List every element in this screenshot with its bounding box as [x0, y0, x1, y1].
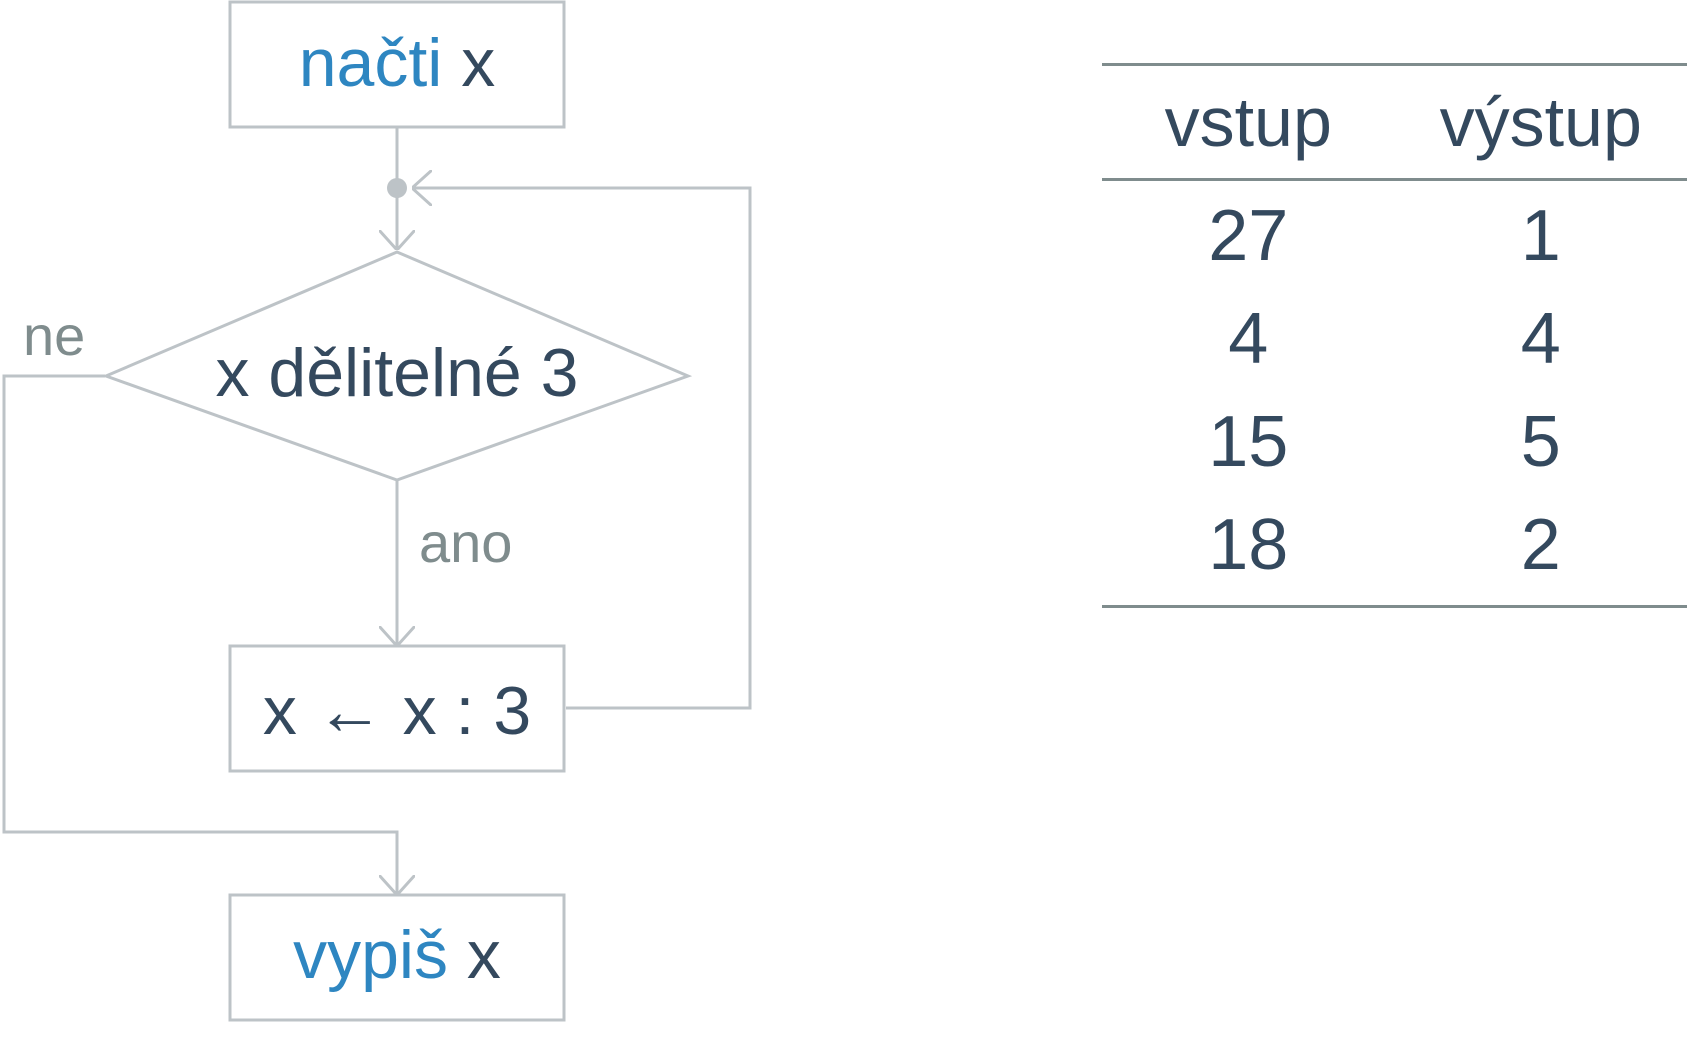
yes-label: ano [419, 511, 512, 574]
io-table: vstup výstup 27 1 4 4 15 5 18 2 [1102, 63, 1687, 608]
edge-loop-back [412, 188, 752, 710]
cell-output: 1 [1520, 196, 1561, 276]
output-variable: x [467, 917, 501, 993]
io-table-body: 27 1 4 4 15 5 18 2 [1102, 180, 1687, 607]
output-box-label: vypiš x [293, 917, 501, 993]
header-output: výstup [1439, 83, 1642, 161]
output-keyword: vypiš [293, 917, 448, 993]
io-table-header: vstup výstup [1102, 64, 1687, 180]
table-row: 27 1 [1102, 180, 1687, 289]
connectors [2, 128, 752, 895]
input-box: načti x [228, 0, 566, 129]
input-keyword: načti [299, 25, 443, 101]
io-table-header-row: vstup výstup [1102, 64, 1687, 180]
input-variable: x [461, 25, 495, 101]
no-label: ne [23, 304, 85, 367]
cell-output: 2 [1520, 505, 1561, 585]
table-row: 18 2 [1102, 494, 1687, 607]
condition-text: x dělitelné 3 [216, 335, 579, 411]
table-row: 4 4 [1102, 288, 1687, 391]
assign-box-frame [228, 644, 566, 773]
cell-input: 18 [1208, 505, 1289, 585]
assign-box: x ← x : 3 [228, 644, 566, 773]
condition-diamond: x dělitelné 3 [101, 250, 693, 482]
cell-output: 4 [1520, 299, 1561, 379]
input-box-frame [228, 0, 566, 129]
assign-text: x ← x : 3 [263, 673, 531, 749]
cell-input: 15 [1208, 402, 1289, 482]
table-row: 15 5 [1102, 391, 1687, 494]
header-input: vstup [1164, 83, 1332, 161]
input-box-label: načti x [299, 25, 496, 101]
loop-junction-dot [387, 178, 407, 198]
cell-output: 5 [1520, 402, 1561, 482]
edge-condition-no [2, 374, 397, 895]
cell-input: 27 [1208, 196, 1289, 276]
cell-input: 4 [1228, 299, 1269, 379]
condition-diamond-shape [101, 250, 693, 482]
output-box-frame [228, 893, 566, 1022]
output-box: vypiš x [228, 893, 566, 1022]
